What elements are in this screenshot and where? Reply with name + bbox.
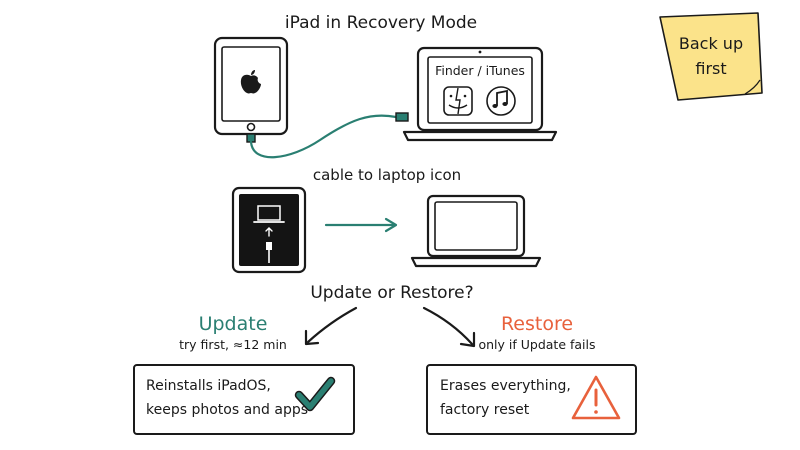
restore-subtitle: only if Update fails bbox=[478, 337, 595, 352]
arrow-right-icon bbox=[324, 217, 398, 233]
sticky-note-line2: first bbox=[695, 59, 726, 78]
music-note-icon bbox=[486, 86, 516, 116]
warning-icon bbox=[571, 375, 621, 420]
restore-card-line2: factory reset bbox=[440, 402, 530, 418]
sticky-note-line1: Back up bbox=[679, 34, 743, 53]
update-subtitle: try first, ≈12 min bbox=[179, 337, 287, 352]
laptop-screen-label: Finder / iTunes bbox=[435, 63, 525, 78]
question: Update or Restore? bbox=[310, 283, 473, 303]
heading: iPad in Recovery Mode bbox=[285, 13, 477, 33]
arrow-to-update bbox=[304, 306, 358, 346]
apple-logo-icon bbox=[240, 70, 261, 94]
update-card: Reinstalls iPadOS, keeps photos and apps bbox=[133, 364, 355, 435]
checkmark-icon bbox=[294, 376, 336, 412]
cable-top bbox=[246, 112, 409, 159]
sticky-note: Back up first bbox=[659, 12, 763, 101]
lightning-cable-icon bbox=[266, 242, 272, 263]
step-label: cable to laptop icon bbox=[313, 166, 461, 184]
finder-icon bbox=[443, 86, 473, 116]
restore-card: Erases everything, factory reset bbox=[426, 364, 637, 435]
update-card-line1: Reinstalls iPadOS, bbox=[146, 378, 271, 394]
ipad-top bbox=[213, 36, 289, 136]
restore-card-line1: Erases everything, bbox=[440, 378, 571, 394]
update-title: Update bbox=[199, 313, 268, 335]
restore-title: Restore bbox=[501, 313, 573, 335]
ipad-recovery-screen bbox=[231, 186, 307, 274]
update-card-line2: keeps photos and apps bbox=[146, 402, 308, 418]
arrow-to-restore bbox=[422, 306, 476, 348]
laptop-top: Finder / iTunes bbox=[402, 46, 558, 142]
laptop-middle bbox=[410, 194, 542, 268]
laptop-icon bbox=[253, 205, 285, 223]
